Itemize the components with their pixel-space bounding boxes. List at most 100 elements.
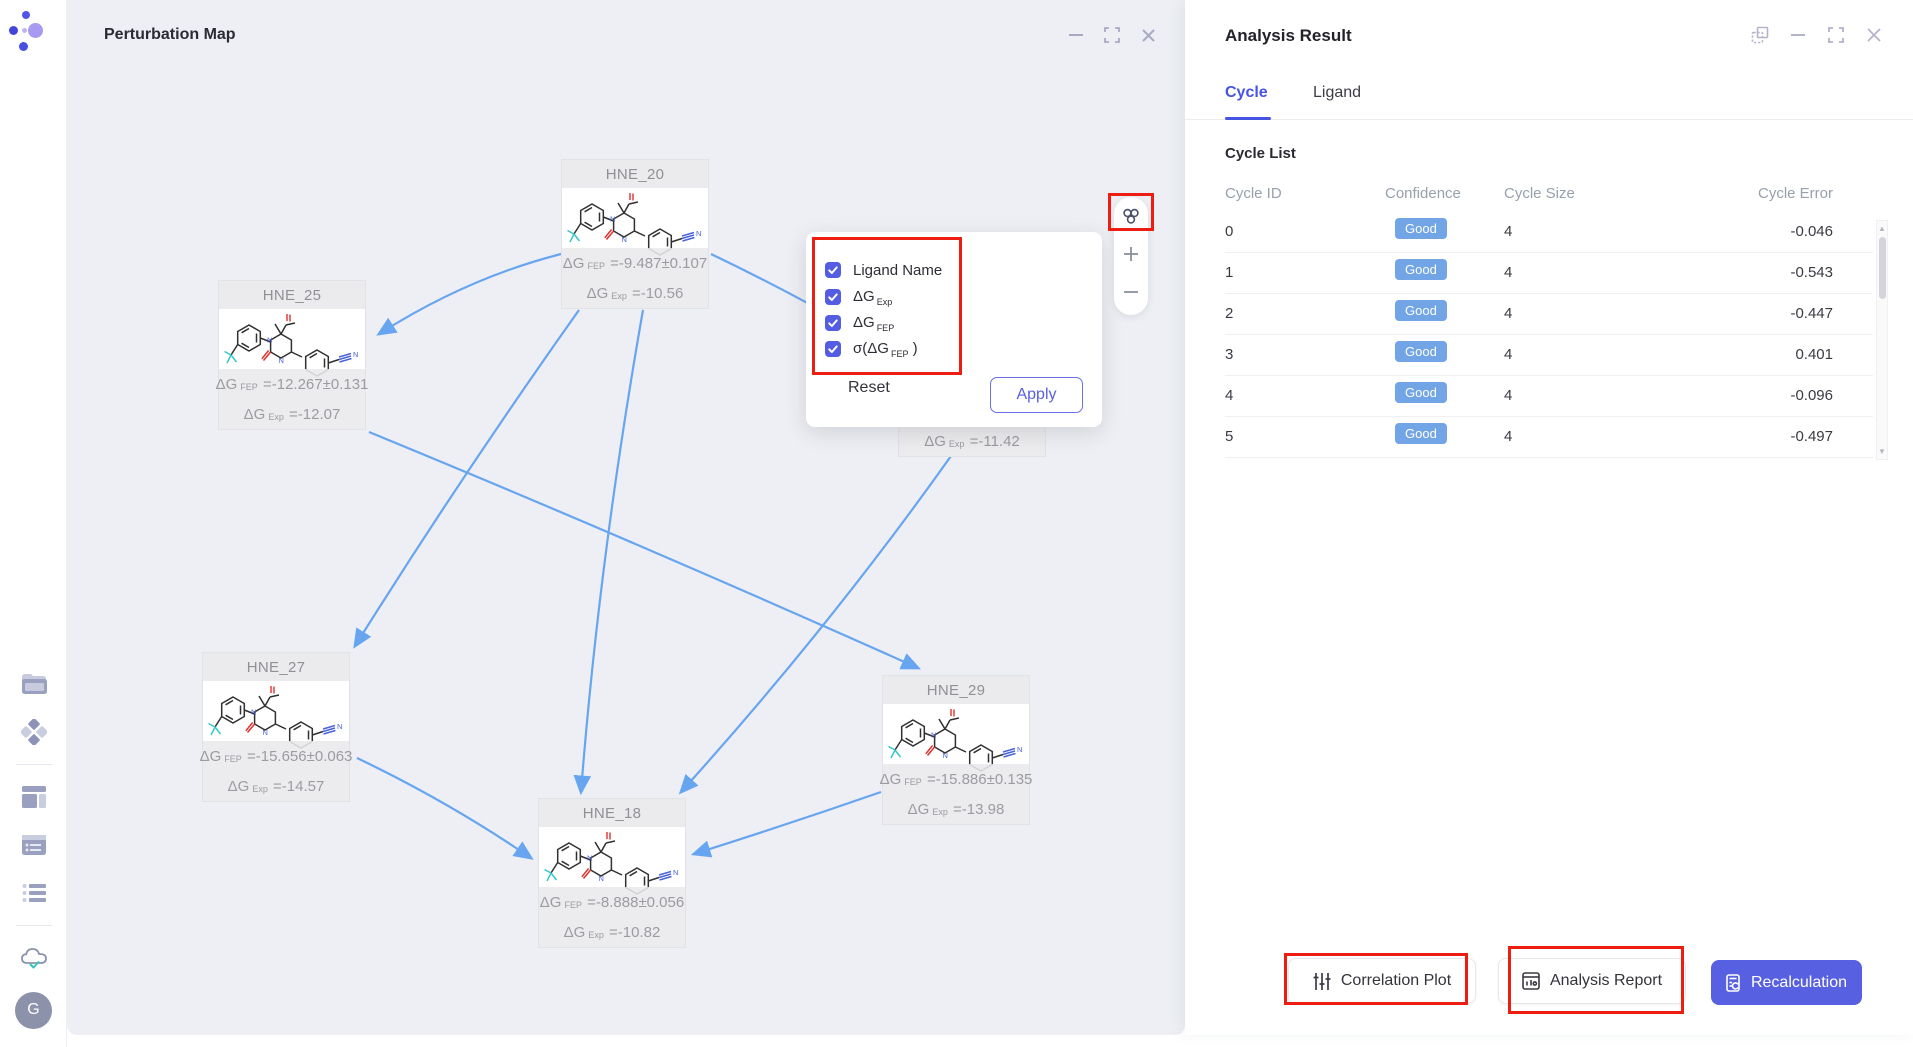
fullscreen-icon[interactable]: [1103, 26, 1121, 44]
cycle-size-cell: 4: [1504, 428, 1513, 445]
card-list-icon: [21, 835, 46, 855]
svg-text:N: N: [1017, 745, 1022, 754]
folder-icon: [21, 674, 47, 694]
sidebar-item-workspace[interactable]: [0, 773, 67, 821]
cycle-error-cell: -0.046: [1790, 223, 1833, 240]
sidebar-item-tasks[interactable]: [0, 869, 67, 917]
fullscreen-icon[interactable]: [1827, 26, 1845, 44]
cycle-id-cell: 1: [1225, 264, 1234, 281]
active-tab-indicator: [1225, 117, 1271, 120]
user-avatar[interactable]: G: [0, 982, 67, 1038]
col-cycle-error: Cycle Error: [1757, 185, 1833, 202]
cycle-id-cell: 5: [1225, 428, 1234, 445]
svg-text:N: N: [587, 854, 592, 863]
confidence-badge: Good: [1395, 423, 1447, 444]
svg-text:N: N: [931, 731, 936, 740]
ligand-node-name: HNE_18: [539, 799, 685, 827]
cycle-table-row[interactable]: 2 Good 4 -0.447: [1225, 294, 1873, 335]
correlation-plot-button[interactable]: Correlation Plot: [1288, 958, 1476, 1004]
zoom-in-button[interactable]: [1114, 235, 1148, 273]
minimize-icon[interactable]: [1789, 26, 1807, 44]
checkbox-checked[interactable]: [825, 262, 841, 278]
cycle-size-cell: 4: [1504, 346, 1513, 363]
reset-button[interactable]: Reset: [848, 379, 890, 396]
app-logo-icon: [0, 0, 67, 64]
map-window-title: Perturbation Map: [104, 26, 236, 43]
cycle-table-row[interactable]: 3 Good 4 0.401: [1225, 335, 1873, 376]
panel-tabs: Cycle Ligand: [1185, 84, 1913, 120]
sidebar-item-projects[interactable]: [0, 660, 67, 708]
checkbox-checked[interactable]: [825, 315, 841, 331]
confidence-badge: Good: [1395, 300, 1447, 321]
confidence-badge: Good: [1395, 341, 1447, 362]
svg-text:N: N: [263, 728, 268, 737]
ligand-node-name: HNE_29: [883, 676, 1029, 704]
minimize-icon[interactable]: [1067, 26, 1085, 44]
ligand-node-name: HNE_25: [219, 281, 365, 309]
scrollbar-thumb[interactable]: [1879, 237, 1886, 299]
display-option-label: Ligand Name: [853, 261, 943, 279]
scroll-up-icon[interactable]: ▲: [1878, 224, 1886, 233]
cycle-table-row[interactable]: 5 Good 4 -0.497: [1225, 417, 1873, 458]
table-header: Cycle ID Confidence Cycle Size Cycle Err…: [1225, 185, 1873, 209]
svg-text:N: N: [337, 722, 342, 731]
close-icon[interactable]: [1865, 26, 1883, 44]
tab-cycle[interactable]: Cycle: [1225, 84, 1268, 101]
sidebar-item-modules[interactable]: [0, 708, 67, 756]
col-confidence: Confidence: [1385, 185, 1461, 202]
svg-text:N: N: [622, 235, 627, 244]
map-zoom-controls: [1114, 197, 1148, 315]
layout-icon: [21, 786, 46, 808]
close-icon[interactable]: [1139, 26, 1157, 44]
analysis-report-button[interactable]: Analysis Report: [1498, 958, 1686, 1004]
zoom-out-button[interactable]: [1114, 273, 1148, 311]
checkbox-checked[interactable]: [825, 289, 841, 305]
svg-text:N: N: [599, 874, 604, 883]
correlation-plot-label: Correlation Plot: [1340, 972, 1452, 989]
panel-window-controls: [1751, 26, 1883, 44]
bullet-list-icon: [22, 884, 46, 902]
checkbox-checked[interactable]: [825, 341, 841, 357]
svg-text:N: N: [279, 356, 284, 365]
scroll-down-icon[interactable]: ▼: [1878, 447, 1886, 456]
confidence-badge: Good: [1395, 218, 1447, 239]
molecule-cluster-icon[interactable]: [1114, 197, 1148, 235]
sidebar-divider: [15, 764, 52, 765]
cycle-table-row[interactable]: 0 Good 4 -0.046: [1225, 212, 1873, 253]
diamonds-icon: [20, 719, 47, 745]
table-scrollbar[interactable]: ▲ ▼: [1876, 220, 1888, 460]
tab-ligand[interactable]: Ligand: [1313, 84, 1362, 101]
cycle-size-cell: 4: [1504, 387, 1513, 404]
cycle-error-cell: -0.447: [1790, 305, 1833, 322]
recalculation-button[interactable]: Recalculation: [1711, 960, 1862, 1005]
analysis-result-panel: Analysis Result Cycle Ligand Cycle List …: [1185, 0, 1913, 1035]
apply-button[interactable]: Apply: [990, 377, 1083, 413]
cycle-table-row[interactable]: 4 Good 4 -0.096: [1225, 376, 1873, 417]
cycle-table-row[interactable]: 1 Good 4 -0.543: [1225, 253, 1873, 294]
confidence-badge: Good: [1395, 382, 1447, 403]
sidebar-item-cloud-sync[interactable]: [0, 934, 67, 982]
ligand-node-name: HNE_20: [562, 160, 708, 188]
cycle-list-title: Cycle List: [1225, 145, 1296, 162]
svg-text:N: N: [673, 868, 678, 877]
sidebar-item-records[interactable]: [0, 821, 67, 869]
app-sidebar: G: [0, 0, 67, 1047]
cycle-error-cell: -0.497: [1790, 428, 1833, 445]
restore-icon[interactable]: [1751, 26, 1769, 44]
calculator-icon: [1726, 973, 1740, 992]
perturbation-edges: [353, 252, 952, 860]
